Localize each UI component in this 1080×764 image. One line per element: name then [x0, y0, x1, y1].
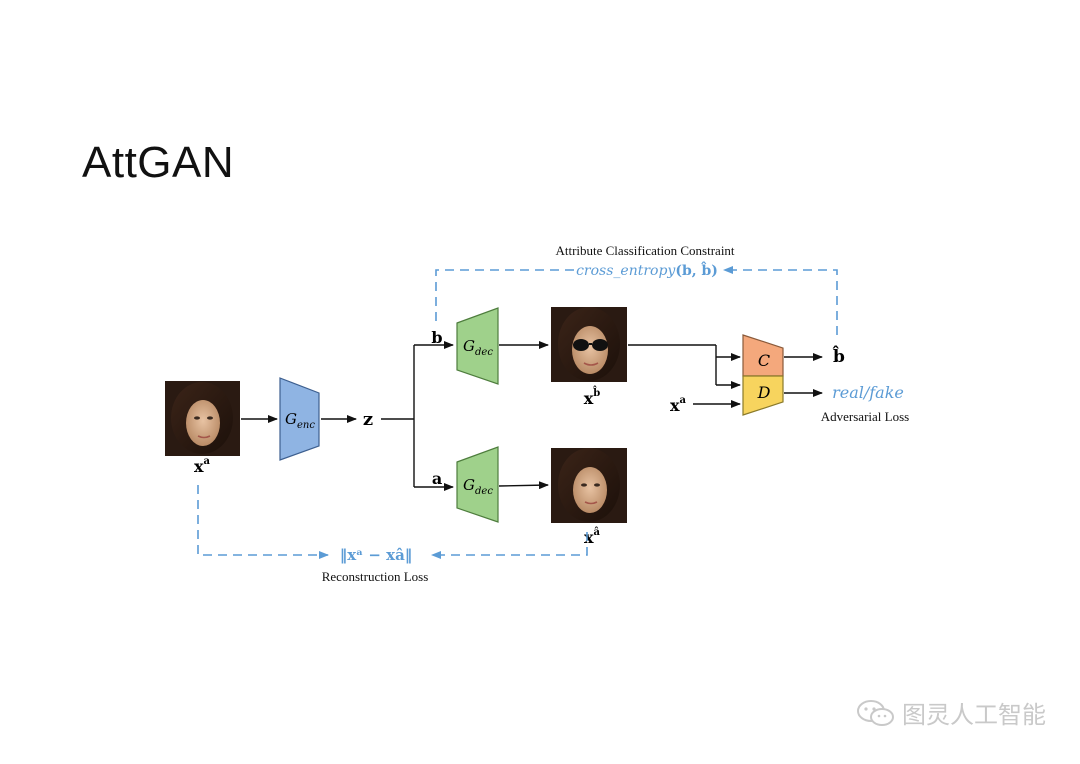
edited-face-image [551, 307, 627, 382]
reconstruction-loss-loop [197, 485, 588, 559]
watermark: 图灵人工智能 [856, 695, 1046, 730]
svg-text:Genc: Genc [285, 410, 315, 431]
sunglasses-icon [573, 339, 608, 351]
attribute-a-label: a [432, 469, 442, 488]
latent-z-label: z [363, 409, 373, 430]
attr-constraint-loop [435, 266, 838, 335]
reconstructed-face-image [551, 448, 627, 523]
input-face-label: xa [194, 456, 211, 476]
predicted-attribute-label: b̂ [832, 346, 845, 367]
encoder-block: Genc [279, 377, 320, 461]
reconstructed-face-label: xâ [584, 527, 601, 547]
latent-branch-lines [381, 341, 454, 491]
real-input-label: xa [670, 395, 687, 415]
discriminator-block: D [742, 375, 784, 416]
svg-text:Gdec: Gdec [463, 476, 493, 497]
reconstruction-norm-label: ‖xᵃ − xâ‖ [340, 546, 413, 564]
decoder-block-bottom: Gdec [456, 446, 499, 523]
cross-entropy-label: cross_entropy(b, b̂) [576, 260, 718, 279]
classifier-block: C [742, 334, 784, 377]
svg-text:Gdec: Gdec [463, 337, 493, 358]
svg-text:C: C [758, 351, 770, 370]
slide-title: AttGAN [82, 138, 235, 187]
decoder-block-top: Gdec [456, 307, 499, 385]
edited-face-to-classifier-lines [628, 344, 741, 389]
edited-face-label: xb̂ [584, 386, 601, 408]
watermark-text: 图灵人工智能 [902, 701, 1046, 729]
attribute-b-label: b [431, 328, 442, 347]
input-face-image [165, 381, 240, 456]
attr-constraint-label: Attribute Classification Constraint [555, 243, 734, 258]
adversarial-loss-label: Adversarial Loss [821, 409, 909, 424]
real-fake-label: real/fake [832, 383, 904, 402]
svg-text:D: D [757, 383, 771, 402]
wechat-icon [857, 699, 894, 726]
arrow-decoder-to-recon-face [498, 481, 549, 490]
reconstruction-loss-label: Reconstruction Loss [322, 569, 429, 584]
